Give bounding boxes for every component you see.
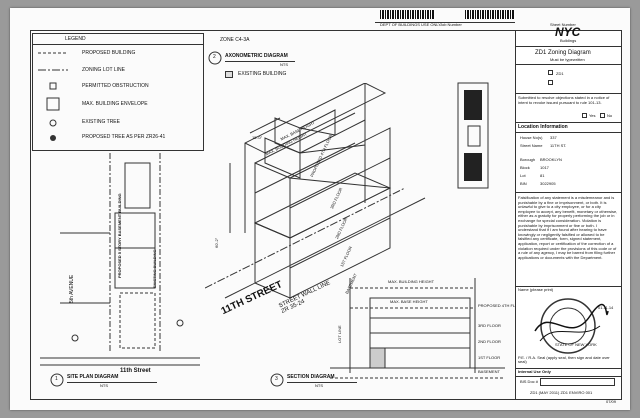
axon-number: 2 [213,54,216,60]
legend-item-3: MAX. BUILDING ENVELOPE [82,101,148,107]
site-plan-title: SITE PLAN DIAGRAM [67,374,119,380]
borough-value[interactable]: BROOKLYN [540,157,562,162]
axon-existing-label: EXISTING BUILDING [238,71,287,77]
bis-doc-label: BIS Doc # [520,379,539,384]
seal-date: 01.11.14 [598,305,614,310]
footer-code: ZD1 (MAY 2011) ZD1 ENVIRO 001 [530,390,593,395]
legend-title: LEGEND [65,36,86,42]
no-checkbox[interactable] [600,113,605,118]
job-number-label: Job Number [440,22,462,27]
seal-text: STATE OF NEW YORK [555,342,597,347]
site-plan-number: 1 [55,376,58,382]
form-title: ZD1 Zoning Diagram [535,50,591,56]
barcode-1 [380,10,435,19]
legend-box [32,33,204,151]
footer-page: 07/09 [606,399,617,404]
thumbnail-plan [457,82,489,189]
section-floor-3: 3RD FLOOR [478,323,501,328]
section-number: 3 [275,376,278,382]
form-checkbox-2[interactable] [548,80,553,85]
existing-building-swatch [225,71,233,78]
axon-number-bubble [208,51,222,65]
lot-label: Lot [520,173,526,178]
avenue-label: 5th AVENUE [69,274,75,303]
zone-label: ZONE C4-3A [220,37,250,43]
site-plan-scale: NTS [100,383,108,388]
bis-doc-field[interactable] [540,378,615,386]
street-value[interactable]: 11TH ST. [550,143,567,148]
site-plan-drawing [40,153,200,366]
nyc-logo: NYC [555,25,581,39]
no-label: No [607,113,613,118]
axon-scale: NTS [280,62,288,67]
proposed-building-label: PROPOSED 5 STORY BASEMENT BUILDING [117,193,122,278]
form-checkbox-1[interactable] [548,70,553,75]
form-subtitle: Must be typewritten [550,57,585,62]
existing-building-label: EXISTING BUILDING [152,249,157,288]
section-floor-2: 2ND FLOOR [478,339,501,344]
sheet-number-value: ZD1 [556,71,564,76]
section-scale: NTS [315,383,323,388]
site-street-label: 11th Street [120,368,151,374]
bin-label: BIN [520,181,527,186]
yes-label: Yes [589,113,596,118]
borough-label: Borough [520,157,536,162]
section-max-height: MAX. BUILDING HEIGHT [388,279,435,284]
axon-dim-side: 60'-2" [214,237,219,248]
axon-dim-top: 15'-0" [252,135,263,140]
bin-value[interactable]: 3022905 [540,181,556,186]
legend-symbols [38,52,68,141]
axonometric-drawing [205,83,426,299]
section-floor-1: 1ST FLOOR [478,355,501,360]
section-lot-line: LOT LINE [337,325,342,343]
internal-use-label: Internal Use Only [518,369,551,374]
legend-item-5: PROPOSED TREE AS PER ZR26-41 [82,134,166,140]
legend-item-0: PROPOSED BUILDING [82,50,136,56]
section-max-base: MAX. BASE HEIGHT [390,299,428,304]
nyc-buildings: Buildings [560,38,577,43]
dept-label: DEPT OF BUILDINGS USE ONLY [380,22,441,27]
block-label: Block [520,165,530,170]
block-value[interactable]: 1017 [540,165,549,170]
name-label: Name (please print) [518,287,554,292]
zoning-diagram-sheet: DEPT OF BUILDINGS USE ONLY Job Number Sh… [10,8,630,410]
form-panel [515,30,622,400]
sheet-number-label: Sheet Number [550,22,576,27]
submitted-text: Submitted to resolve objections stated i… [518,95,610,105]
location-header: Location Information [518,124,568,130]
section-title: SECTION DIAGRAM [287,374,335,380]
section-number-bubble [270,373,284,387]
yes-checkbox[interactable] [582,113,587,118]
street-label: Street Name [520,143,543,148]
pe-seal [534,298,609,354]
legend-item-4: EXISTING TREE [82,119,120,125]
house-no-label: House No(s) [520,135,543,140]
section-drawing [330,278,505,379]
falsification-text: Falsification of any statement is a misd… [518,196,618,260]
pe-seal-label: P.E. / R.A. Seal (apply seal, then sign … [518,355,610,364]
legend-item-2: PERMITTED OBSTRUCTION [82,83,149,89]
house-no-value[interactable]: 337 [550,135,557,140]
lot-value[interactable]: 81 [540,173,545,178]
section-floor-4: PROPOSED 4TH FLOOR [478,303,525,308]
section-floor-basement: BASEMENT [478,369,501,374]
site-plan-number-bubble [50,373,64,387]
barcode-2 [465,10,515,19]
axon-title: AXONOMETRIC DIAGRAM [225,53,288,59]
legend-item-1: ZONING LOT LINE [82,67,125,73]
